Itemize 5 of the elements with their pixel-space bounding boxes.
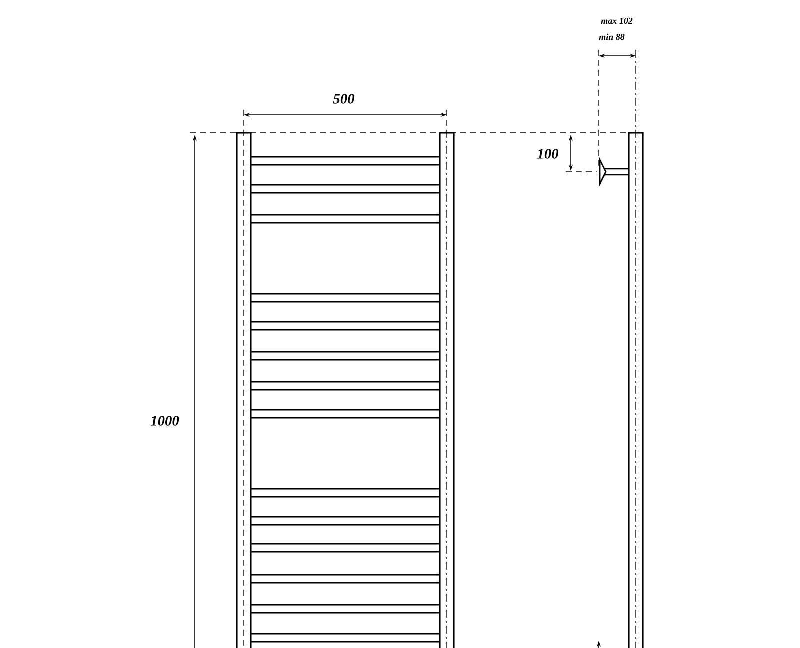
dimension-label: 1000	[150, 416, 180, 426]
dimension-label: max 102	[601, 18, 633, 24]
dimension-label: 100	[538, 149, 559, 159]
dimension-label: min 88	[599, 34, 625, 40]
dimension-label: 500	[333, 94, 355, 104]
